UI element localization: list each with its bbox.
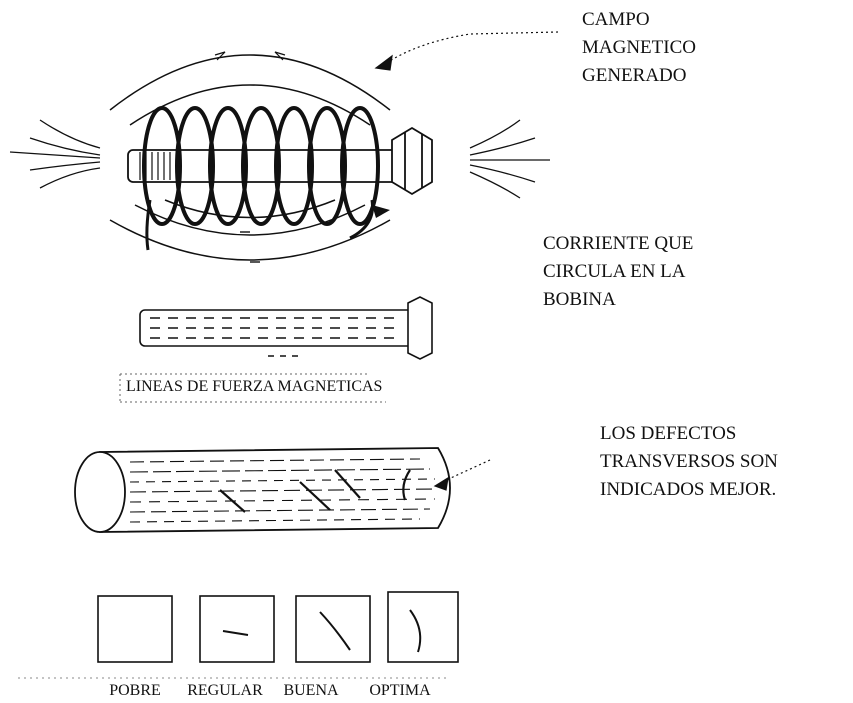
quality-label-regular: REGULAR <box>187 682 263 699</box>
quality-label-pobre: POBRE <box>109 682 161 699</box>
quality-marks <box>222 609 422 653</box>
leader-defectos <box>433 459 491 491</box>
small-arrow-marker <box>372 205 390 218</box>
field-lines-right <box>469 119 550 199</box>
label-campo-magnetico: CAMPO MAGNETICO GENERADO <box>582 9 696 86</box>
field-lines-left <box>9 119 101 189</box>
coil-winding <box>142 106 380 251</box>
label-corriente-bobina: CORRIENTE QUE CIRCULA EN LA BOBINA <box>543 233 694 310</box>
leader-campo <box>374 31 559 71</box>
bolt-lines-of-force <box>139 296 433 360</box>
internal-lines <box>150 317 400 357</box>
label-lineas-fuerza: LINEAS DE FUERZA MAGNETICAS <box>126 378 383 395</box>
log-texture <box>129 458 439 523</box>
cylinder-log <box>74 447 451 533</box>
quality-label-buena: BUENA <box>283 682 339 699</box>
quality-label-optima: OPTIMA <box>369 682 431 699</box>
quality-boxes <box>97 591 459 663</box>
coil-bolt <box>127 126 433 196</box>
lineas-frame <box>119 373 386 403</box>
log-defects <box>219 469 411 513</box>
label-defectos-transversos: LOS DEFECTOS TRANSVERSOS SON INDICADOS M… <box>600 423 778 500</box>
